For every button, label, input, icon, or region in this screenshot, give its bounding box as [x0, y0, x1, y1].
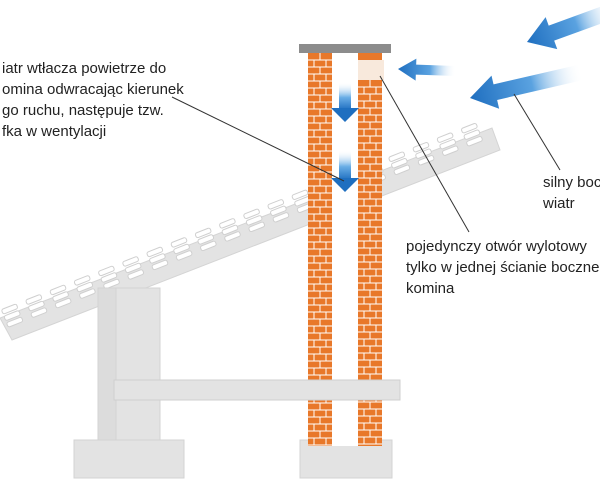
wind-arrows [398, 1, 600, 109]
roof-tile [197, 234, 215, 245]
roof-tile [224, 231, 241, 242]
roof-tile [124, 262, 142, 274]
roof-tile [30, 307, 48, 318]
wind-arrow-icon [470, 64, 584, 109]
floor-block [73, 439, 185, 479]
roof-tile [466, 136, 483, 147]
roof-tile [3, 310, 21, 321]
label-line: komina [406, 280, 455, 297]
wind-arrow-icon [398, 58, 457, 81]
roof-tile [439, 139, 456, 150]
roof-tile [393, 164, 411, 175]
roof-tile [436, 132, 454, 143]
roof-tile [98, 265, 115, 277]
roof-tile [243, 208, 260, 220]
down-arrow-icon [331, 150, 359, 192]
roof-tile [49, 284, 67, 296]
roof-tile [267, 199, 285, 210]
leader-line-outlet [379, 75, 470, 233]
roof-tile [149, 253, 166, 264]
leader-lines [171, 75, 561, 233]
roof-tile [248, 221, 265, 233]
roof-tile [173, 243, 190, 255]
roof-tile [221, 224, 239, 236]
roof-tile [442, 145, 459, 156]
roof-tile [219, 218, 236, 229]
roof-tile [391, 158, 408, 169]
label-line: pojedynczy otwór wylotowy [406, 238, 587, 255]
roof-tile [76, 281, 94, 293]
roof-tile [417, 155, 435, 166]
roof-tile [103, 278, 120, 290]
roof-tile [291, 189, 309, 200]
roof-tile [245, 215, 263, 226]
roof-tile [100, 272, 118, 283]
wall-column-left [97, 287, 117, 451]
label-line: wiatr [543, 195, 575, 212]
roof-tile [463, 129, 481, 140]
outlet-opening [358, 60, 384, 80]
roof-tile [200, 240, 217, 252]
chimney-cap [299, 44, 391, 53]
wind-arrow-icon [527, 1, 600, 50]
label-line: fka w wentylacji [2, 123, 107, 140]
roof-tile [52, 291, 69, 302]
label-line: go ruchu, następuje tzw. [2, 102, 164, 119]
roof-tile [122, 256, 139, 267]
roof-tile [461, 122, 478, 134]
roof-tile [194, 227, 212, 239]
roof-tile [127, 269, 144, 280]
house-structure [73, 287, 393, 479]
floor-beam [113, 379, 401, 401]
leader-line-wind [513, 93, 561, 171]
label-wind: silny boc wiatr [543, 172, 600, 214]
roof-tile [25, 294, 43, 305]
roof-tile [28, 300, 45, 312]
roof-tile [1, 303, 18, 315]
label-line: silny boc [543, 174, 600, 191]
roof-tile [170, 237, 188, 248]
roof-tile [388, 151, 406, 162]
label-outlet-description: pojedynczy otwór wylotowy tylko w jednej… [406, 236, 599, 299]
roof-tile [175, 250, 193, 261]
roof-tile [151, 259, 169, 271]
roof-tile [6, 316, 24, 328]
roof-tile [54, 297, 72, 309]
roof-tile [270, 205, 287, 216]
label-line: tylko w jednej ścianie boczne [406, 259, 600, 276]
roof-tile [73, 275, 91, 286]
label-downdraft-description: iatr wtłacza powietrze do omina odwracaj… [2, 58, 184, 142]
down-arrow-icon [331, 82, 359, 122]
roof-tile [272, 212, 290, 223]
label-line: omina odwracając kierunek [2, 81, 184, 98]
roof-tile [146, 246, 164, 258]
downdraft-arrows [331, 82, 359, 192]
roof-tile [79, 288, 96, 299]
label-line: iatr wtłacza powietrze do [2, 60, 167, 77]
leader-line-downdraft [171, 96, 345, 182]
